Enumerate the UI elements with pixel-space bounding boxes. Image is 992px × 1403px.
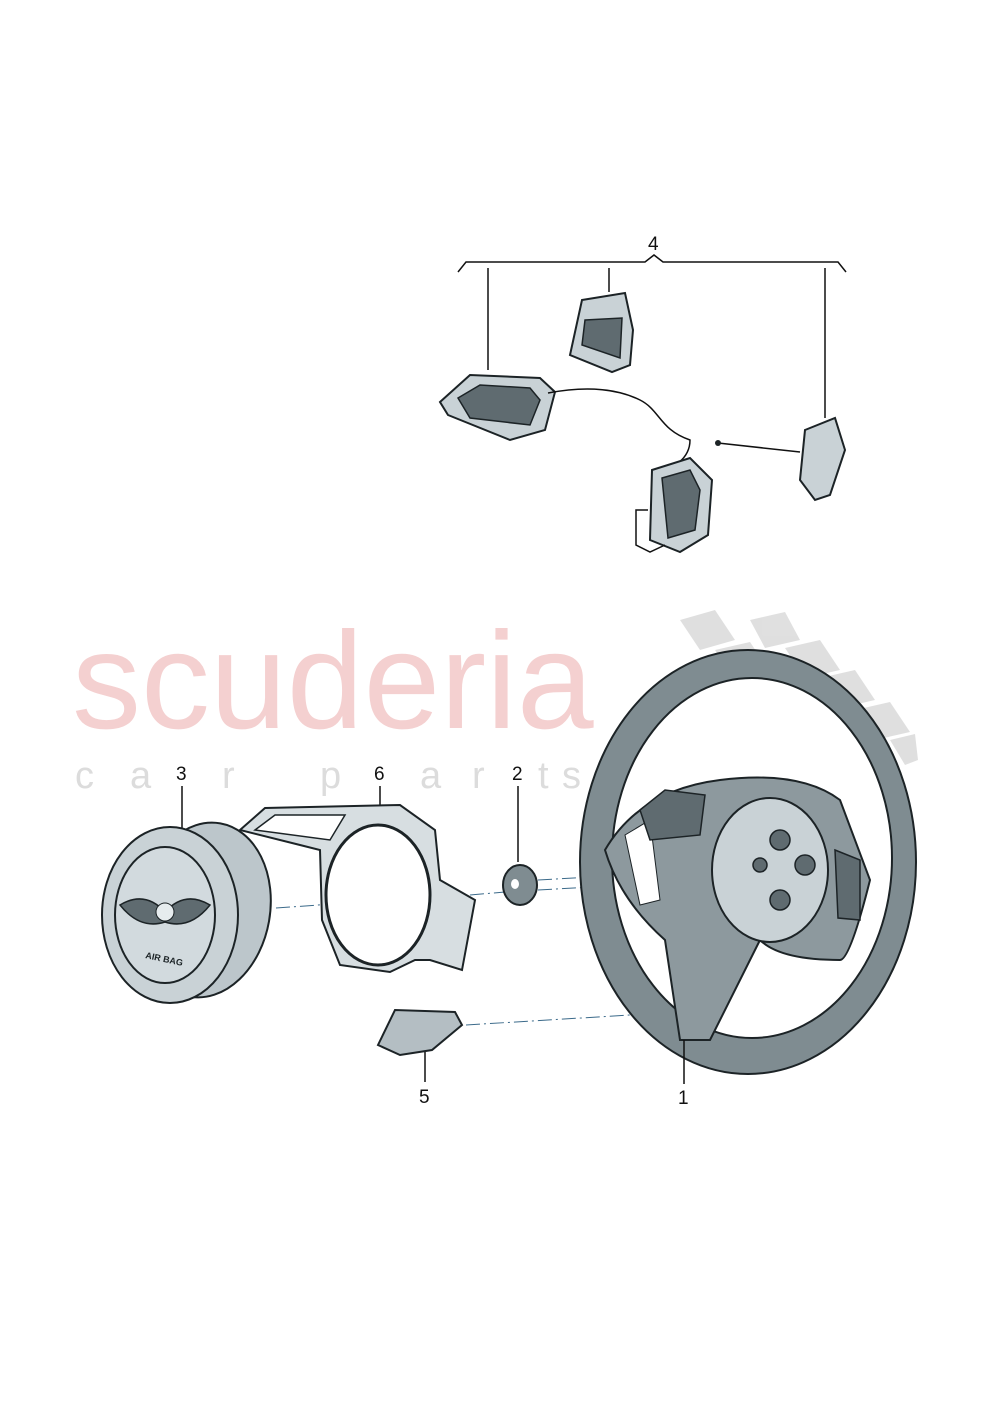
callout-2[interactable]: 2 bbox=[512, 764, 523, 785]
callout-1[interactable]: 1 bbox=[678, 1088, 689, 1109]
part-1-steering-wheel[interactable]: 1 bbox=[579, 649, 917, 1109]
svg-text:a: a bbox=[420, 755, 442, 797]
callout-6[interactable]: 6 bbox=[374, 764, 385, 785]
part-6-trim-ring[interactable]: 6 bbox=[237, 764, 506, 974]
svg-text:a: a bbox=[130, 755, 152, 797]
watermark-brand: scuderia bbox=[72, 604, 594, 758]
callout-3[interactable]: 3 bbox=[176, 764, 187, 785]
watermark-tagline: c a r p a r t s bbox=[75, 755, 581, 797]
svg-text:p: p bbox=[320, 755, 341, 797]
svg-text:s: s bbox=[562, 755, 581, 797]
part-5-trim-cover[interactable]: 5 bbox=[376, 1008, 631, 1108]
part-3-airbag[interactable]: AIR BAG 3 bbox=[101, 764, 391, 1008]
part-4-switch-set[interactable]: 4 bbox=[438, 234, 847, 554]
svg-text:r: r bbox=[472, 755, 485, 797]
svg-text:t: t bbox=[538, 755, 549, 797]
svg-text:c: c bbox=[75, 755, 94, 797]
svg-text:r: r bbox=[222, 755, 235, 797]
callout-5[interactable]: 5 bbox=[419, 1087, 430, 1108]
callout-4[interactable]: 4 bbox=[648, 234, 659, 255]
